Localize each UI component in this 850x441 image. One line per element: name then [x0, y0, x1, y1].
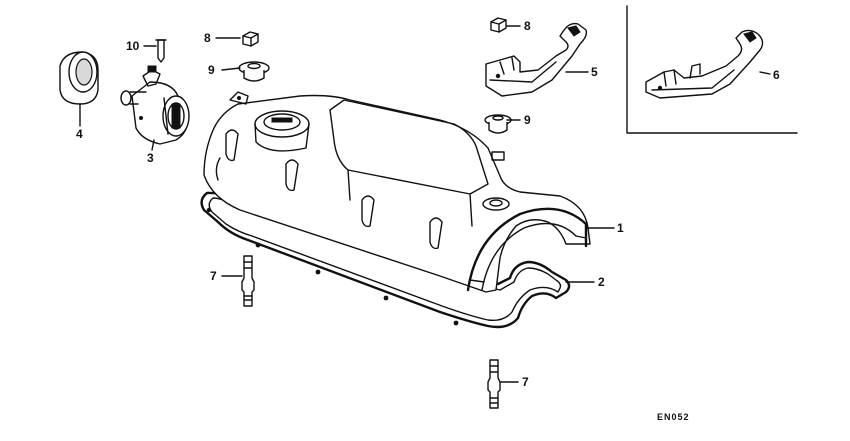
- breather-assembly: [120, 65, 190, 145]
- callout-7-right: 7: [522, 375, 529, 389]
- nut-right: [490, 17, 507, 33]
- head-cover-gasket: [200, 191, 571, 329]
- callout-2: 2: [598, 275, 605, 289]
- cylinder-head-cover: [203, 91, 591, 293]
- leader-lines: [79, 25, 771, 383]
- callout-9-right: 9: [524, 113, 531, 127]
- cap-ring: [59, 51, 99, 105]
- callout-7-left: 7: [210, 269, 217, 283]
- nut-left: [242, 31, 259, 47]
- callout-6: 6: [773, 68, 780, 82]
- stud-bolt-right: [487, 359, 501, 409]
- callout-9-left: 9: [208, 63, 215, 77]
- callout-3: 3: [147, 151, 154, 165]
- dowel-pin: [155, 39, 167, 63]
- callout-labels: 1 2 3 4 5 6 7 7 8 8 9 9 10: [76, 19, 780, 389]
- grommet-left: [238, 61, 270, 82]
- gasket-bolt-holes: [206, 207, 459, 326]
- bracket-alternate: [645, 29, 764, 99]
- callout-1: 1: [617, 221, 624, 235]
- stud-bolt-left: [241, 255, 255, 307]
- inset-frame: [626, 5, 798, 134]
- diagram-code: EN052: [657, 412, 690, 422]
- callout-8-right: 8: [524, 19, 531, 33]
- callout-8-left: 8: [204, 31, 211, 45]
- callout-10: 10: [126, 39, 140, 53]
- wire-harness-bracket: [485, 22, 588, 97]
- callout-4: 4: [76, 127, 83, 141]
- grommet-right: [484, 114, 512, 134]
- callout-5: 5: [591, 65, 598, 79]
